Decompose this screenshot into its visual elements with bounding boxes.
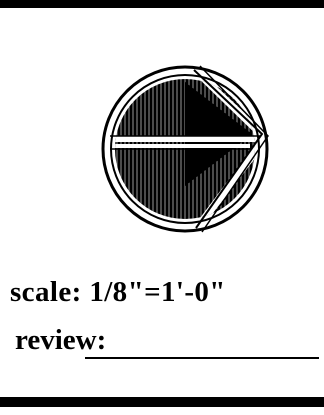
top-border-rule [0, 0, 324, 8]
scale-label: scale: [10, 276, 82, 308]
review-row: review: [15, 322, 320, 362]
bottom-border-rule [0, 397, 324, 407]
review-signature-line [85, 357, 319, 359]
north-arrow-icon [100, 64, 270, 234]
review-label: review: [15, 324, 107, 356]
scale-label-row: scale: 1/8"=1'-0" [10, 276, 226, 309]
scale-value: 1/8"=1'-0" [89, 276, 226, 308]
